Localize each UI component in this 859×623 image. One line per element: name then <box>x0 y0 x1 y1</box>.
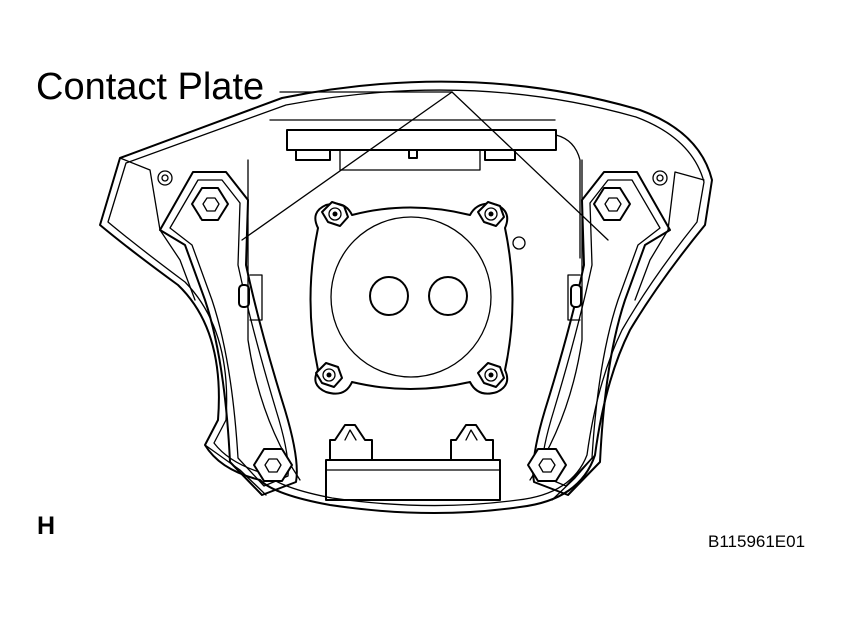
bolt-top-right <box>593 187 631 221</box>
shell-holes <box>157 170 668 186</box>
view-letter: H <box>37 512 56 540</box>
nut-top-right <box>477 201 505 227</box>
shell-ribs <box>119 157 705 501</box>
callout-leader <box>241 91 609 241</box>
nut-bottom-left <box>315 362 343 388</box>
nut-bottom-right <box>477 362 505 388</box>
nut-top-left <box>321 201 349 227</box>
inflator-plate <box>309 202 526 395</box>
left-bracket <box>159 159 301 496</box>
pad-outer-shell <box>99 80 713 514</box>
bottom-connector <box>325 424 501 501</box>
bolt-bottom-right <box>527 448 567 482</box>
bolt-bottom-left <box>253 448 293 482</box>
contact-plate-label: Contact Plate <box>36 66 265 108</box>
figure-code: B115961E01 <box>708 532 806 551</box>
top-flange <box>269 119 581 259</box>
bolt-top-left <box>191 187 229 221</box>
plate-nuts <box>315 201 505 388</box>
bracket-bolts <box>191 187 631 482</box>
